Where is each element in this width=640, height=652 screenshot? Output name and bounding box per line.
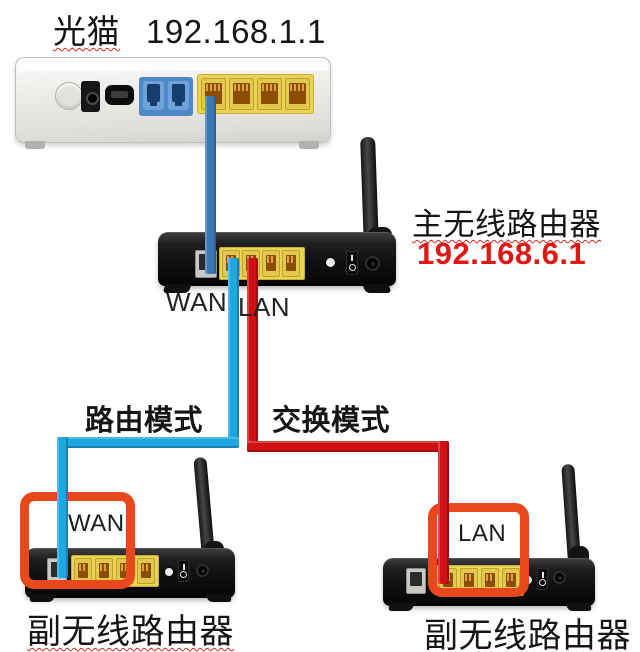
left-router-lan-port-4 [137,558,155,584]
cable-mainlan-to-leftwan-segment-2 [57,437,239,448]
right-router-foot-left [387,603,415,611]
main-router-ip: 192.168.6.1 [417,236,587,271]
routing-mode-label: 路由模式 [85,405,204,437]
main-router-lan-port-3 [262,250,280,277]
main-router-wan-label: WAN [166,287,228,317]
switching-mode-label: 交换模式 [272,405,391,437]
cable-mainlan-to-leftwan-segment-3 [57,437,68,578]
modem-lan-port-3 [257,78,282,110]
left-router-foot-right [205,594,233,602]
main-router-power-switch [346,251,358,275]
modem-phone-port-1 [143,81,164,110]
main-router-power-jack [365,256,380,271]
modem-name: 光猫 [53,13,120,50]
left-router-wps-button [165,568,173,576]
left-router-lan-port-1 [74,558,92,584]
main-router [158,135,398,295]
cable-mainlan-to-leftwan-segment-1 [228,258,239,444]
modem-usb-port [105,85,134,105]
left-router-lan-port-2 [95,558,113,584]
right-router-name: 副无线路由器 [424,617,631,652]
right-router-lan-port-3 [481,568,499,593]
left-router-wan-label: WAN [68,510,125,537]
modem-ip: 192.168.1.1 [146,13,326,50]
left-router-lan-panel [71,555,159,587]
modem-foot-right [299,141,319,149]
modem-title: 光猫 192.168.1.1 [53,5,326,53]
modem-round-button [55,82,83,110]
modem-lan-port-2 [229,78,254,110]
right-router-power-switch [537,568,548,590]
wan-port-highlight-box [20,492,135,589]
modem-foot-left [25,141,45,149]
modem-power-jack [81,81,100,112]
left-router-power-jack [196,564,209,577]
main-router-lan-port-4 [282,250,300,277]
optical-modem [15,57,331,149]
main-router-lan-label: LAN [238,292,291,322]
left-router-name: 副无线路由器 [27,613,234,651]
modem-phone-port-2 [168,81,189,110]
main-router-wps-button [326,258,335,267]
modem-lan-port-4 [285,78,310,110]
cable-mainlan-to-rightlan-segment-3 [438,441,449,584]
cable-modem-to-main-wan [205,96,216,274]
left-router-power-switch [178,560,189,582]
cable-mainlan-to-rightlan-segment-1 [247,258,258,448]
cable-mainlan-to-rightlan-segment-2 [247,441,449,452]
main-router-foot-right [362,284,392,293]
lan-port-highlight-box [428,503,529,597]
left-router-foot-left [28,594,56,602]
main-router-name: 主无线路由器 [412,207,601,242]
right-router-power-jack [553,571,566,584]
right-router-lan-label: LAN [458,520,507,547]
right-router-wan-port [406,568,426,594]
right-router-lan-port-2 [460,568,478,593]
modem-phone-port-panel [139,77,193,116]
